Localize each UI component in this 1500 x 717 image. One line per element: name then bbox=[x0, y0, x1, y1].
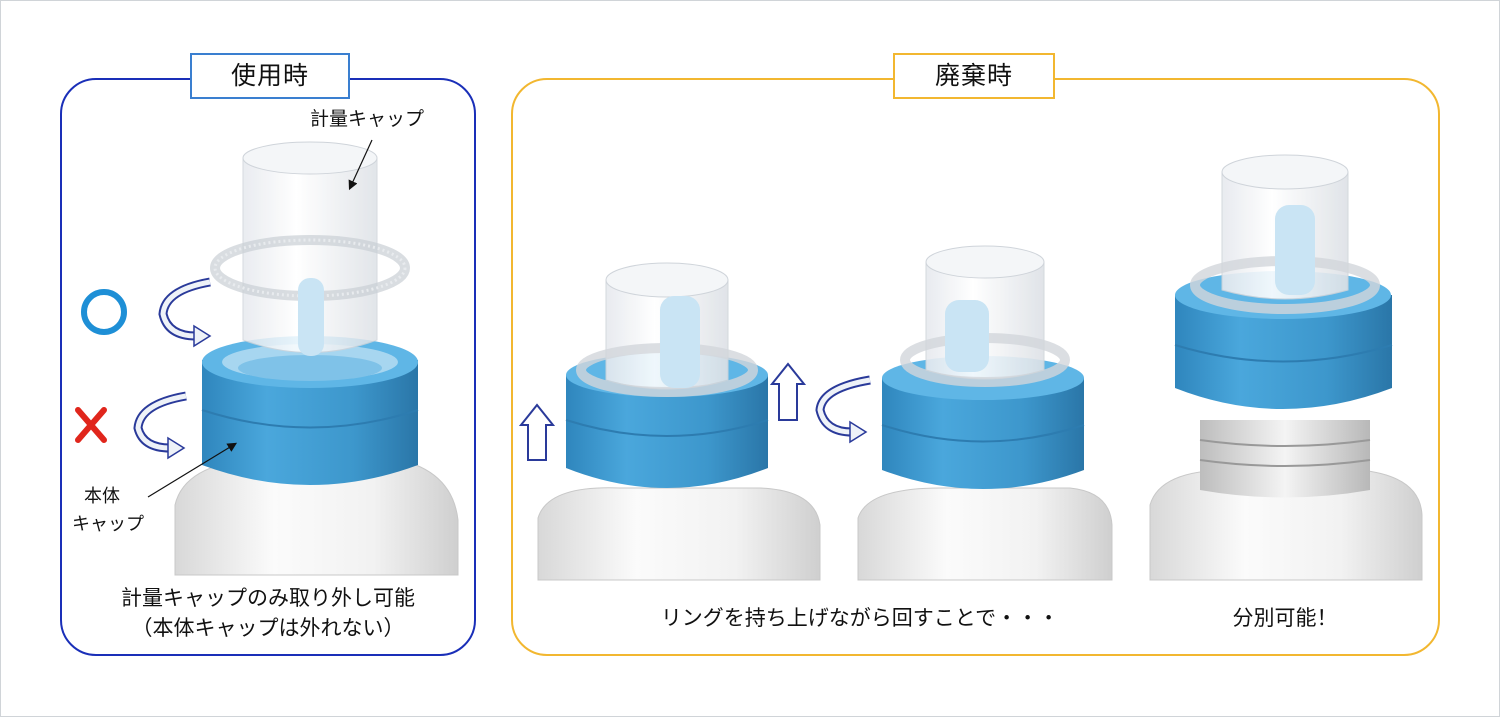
bottle-lift bbox=[537, 262, 821, 581]
use-caption-line2: （本体キャップは外れない） bbox=[131, 616, 405, 640]
rotate-arrow-icon-ok bbox=[158, 277, 212, 348]
use-panel-title: 使用時 bbox=[190, 53, 350, 99]
bottle-use bbox=[174, 141, 459, 576]
body-cap-leader bbox=[147, 442, 238, 498]
disposal-caption-rotate: リングを持ち上げながら回すことで・・・ bbox=[660, 606, 1060, 630]
disposal-caption-separable: 分別可能！ bbox=[1232, 606, 1338, 630]
bottle-rotate bbox=[857, 245, 1113, 581]
rotate-arrow-icon-disposal bbox=[815, 375, 871, 444]
bottle-separated bbox=[1149, 154, 1423, 581]
up-arrow-icon-right bbox=[769, 362, 807, 421]
measuring-cap-leader bbox=[348, 139, 373, 191]
body-cap-label-line2: キャップ bbox=[72, 514, 144, 535]
ok-circle-icon bbox=[81, 289, 127, 335]
body-cap-label-line1: 本体 bbox=[84, 486, 120, 507]
rotate-arrow-icon-ng bbox=[133, 391, 187, 460]
measuring-cap-label: 計量キャップ bbox=[310, 108, 425, 130]
ng-cross-icon bbox=[75, 407, 107, 443]
use-caption-line1: 計量キャップのみ取り外し可能 bbox=[121, 586, 415, 610]
up-arrow-icon-left bbox=[518, 403, 556, 461]
disposal-panel-title: 廃棄時 bbox=[893, 53, 1055, 99]
